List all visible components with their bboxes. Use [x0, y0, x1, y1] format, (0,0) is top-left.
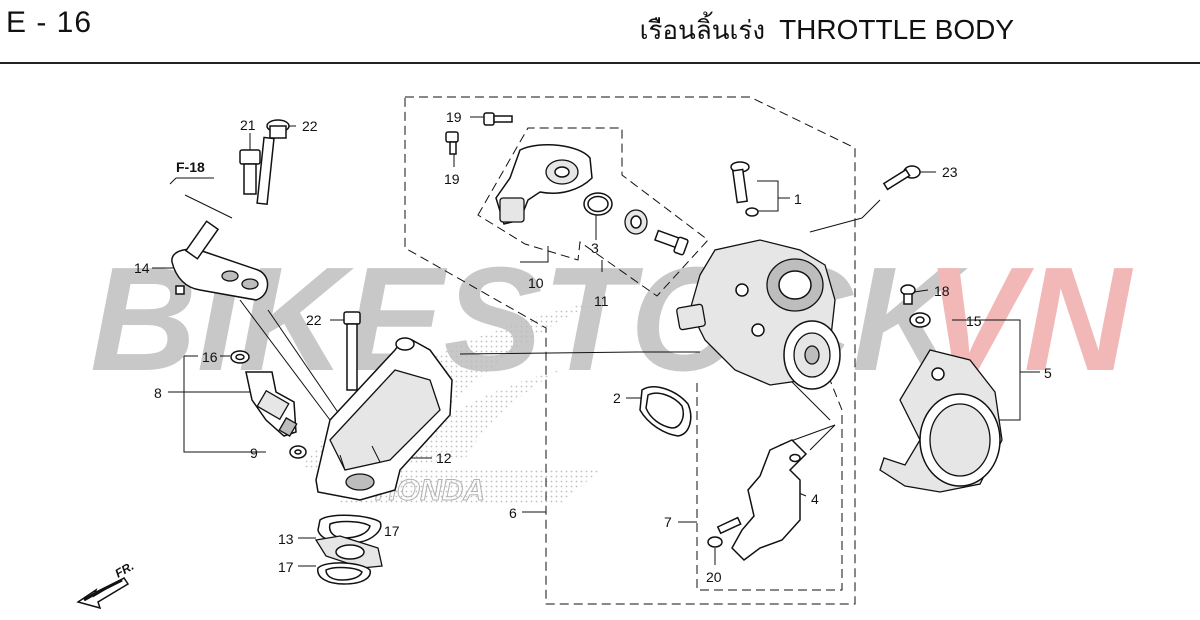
header-rule	[0, 62, 1200, 64]
callout-18: 18	[934, 283, 950, 299]
throttle-cover-5	[879, 349, 1003, 493]
throttle-body-6	[676, 239, 841, 390]
callout-22-upper: 22	[302, 118, 318, 134]
spring-and-plunger-11	[624, 209, 689, 256]
intake-manifold-12	[315, 337, 453, 501]
o-ring-16	[230, 350, 250, 364]
front-direction-arrow-icon: FR.	[76, 559, 137, 610]
callout-10: 10	[528, 275, 544, 291]
fuel-injector-8	[245, 371, 298, 437]
screw-18	[900, 284, 916, 305]
seal-ring-9	[289, 445, 307, 459]
page-title-thai: เรือนลิ้นเร่ง	[639, 16, 766, 46]
gasket-2	[639, 386, 692, 437]
callout-13: 13	[278, 531, 294, 547]
page-code: E - 16	[6, 6, 93, 39]
bolt-21	[239, 149, 261, 195]
screw-19-lower	[445, 131, 459, 155]
callout-17-upper: 17	[384, 523, 400, 539]
callout-19-upper: 19	[446, 109, 462, 125]
callout-8: 8	[154, 385, 162, 401]
callout-14: 14	[134, 260, 150, 276]
fuel-joint-14	[171, 220, 269, 301]
reference-label: F-18	[176, 159, 205, 175]
callout-6: 6	[509, 505, 517, 521]
o-ring-3	[583, 192, 613, 216]
idle-adjust-screw-1	[730, 161, 759, 217]
callout-1: 1	[794, 191, 802, 207]
bolt-22-upper	[256, 119, 290, 205]
callout-23: 23	[942, 164, 958, 180]
callout-7: 7	[664, 514, 672, 530]
reference-f18: F-18	[169, 159, 214, 185]
screw-20	[707, 516, 742, 548]
assembly-outline-bracket	[696, 379, 843, 591]
callout-4: 4	[811, 491, 819, 507]
callout-21: 21	[240, 117, 256, 133]
callout-15: 15	[966, 313, 982, 329]
callout-5: 5	[1044, 365, 1052, 381]
bracket-4	[731, 439, 808, 561]
throttle-position-sensor-10	[495, 143, 593, 225]
callout-17-lower: 17	[278, 559, 294, 575]
callout-22-lower: 22	[306, 312, 322, 328]
screw-23	[882, 165, 921, 191]
assembly-outline-throttle-body	[404, 96, 856, 605]
callout-2: 2	[613, 390, 621, 406]
callout-12: 12	[436, 450, 452, 466]
callout-11: 11	[594, 293, 609, 309]
front-direction-label: FR.	[113, 559, 137, 581]
page-title-english: THROTTLE BODY	[779, 14, 1014, 45]
callout-16: 16	[202, 349, 218, 365]
washer-15	[909, 312, 931, 328]
assembly-outline-sensor-kit	[477, 127, 709, 297]
gasket-17-lower	[317, 562, 371, 585]
bolt-22-lower	[343, 311, 361, 391]
callout-20: 20	[706, 569, 722, 585]
callout-19-lower: 19	[444, 171, 460, 187]
page-title: เรือนลิ้นเร่ง THROTTLE BODY	[640, 10, 1014, 51]
callout-labels: 1 2 3 4 5 6 7 8 9 10 11 12 13 14 15 16 1…	[134, 109, 1052, 585]
screw-19-upper	[483, 112, 513, 126]
callout-3: 3	[591, 240, 599, 256]
flange-13	[314, 535, 383, 569]
callout-9: 9	[250, 445, 258, 461]
